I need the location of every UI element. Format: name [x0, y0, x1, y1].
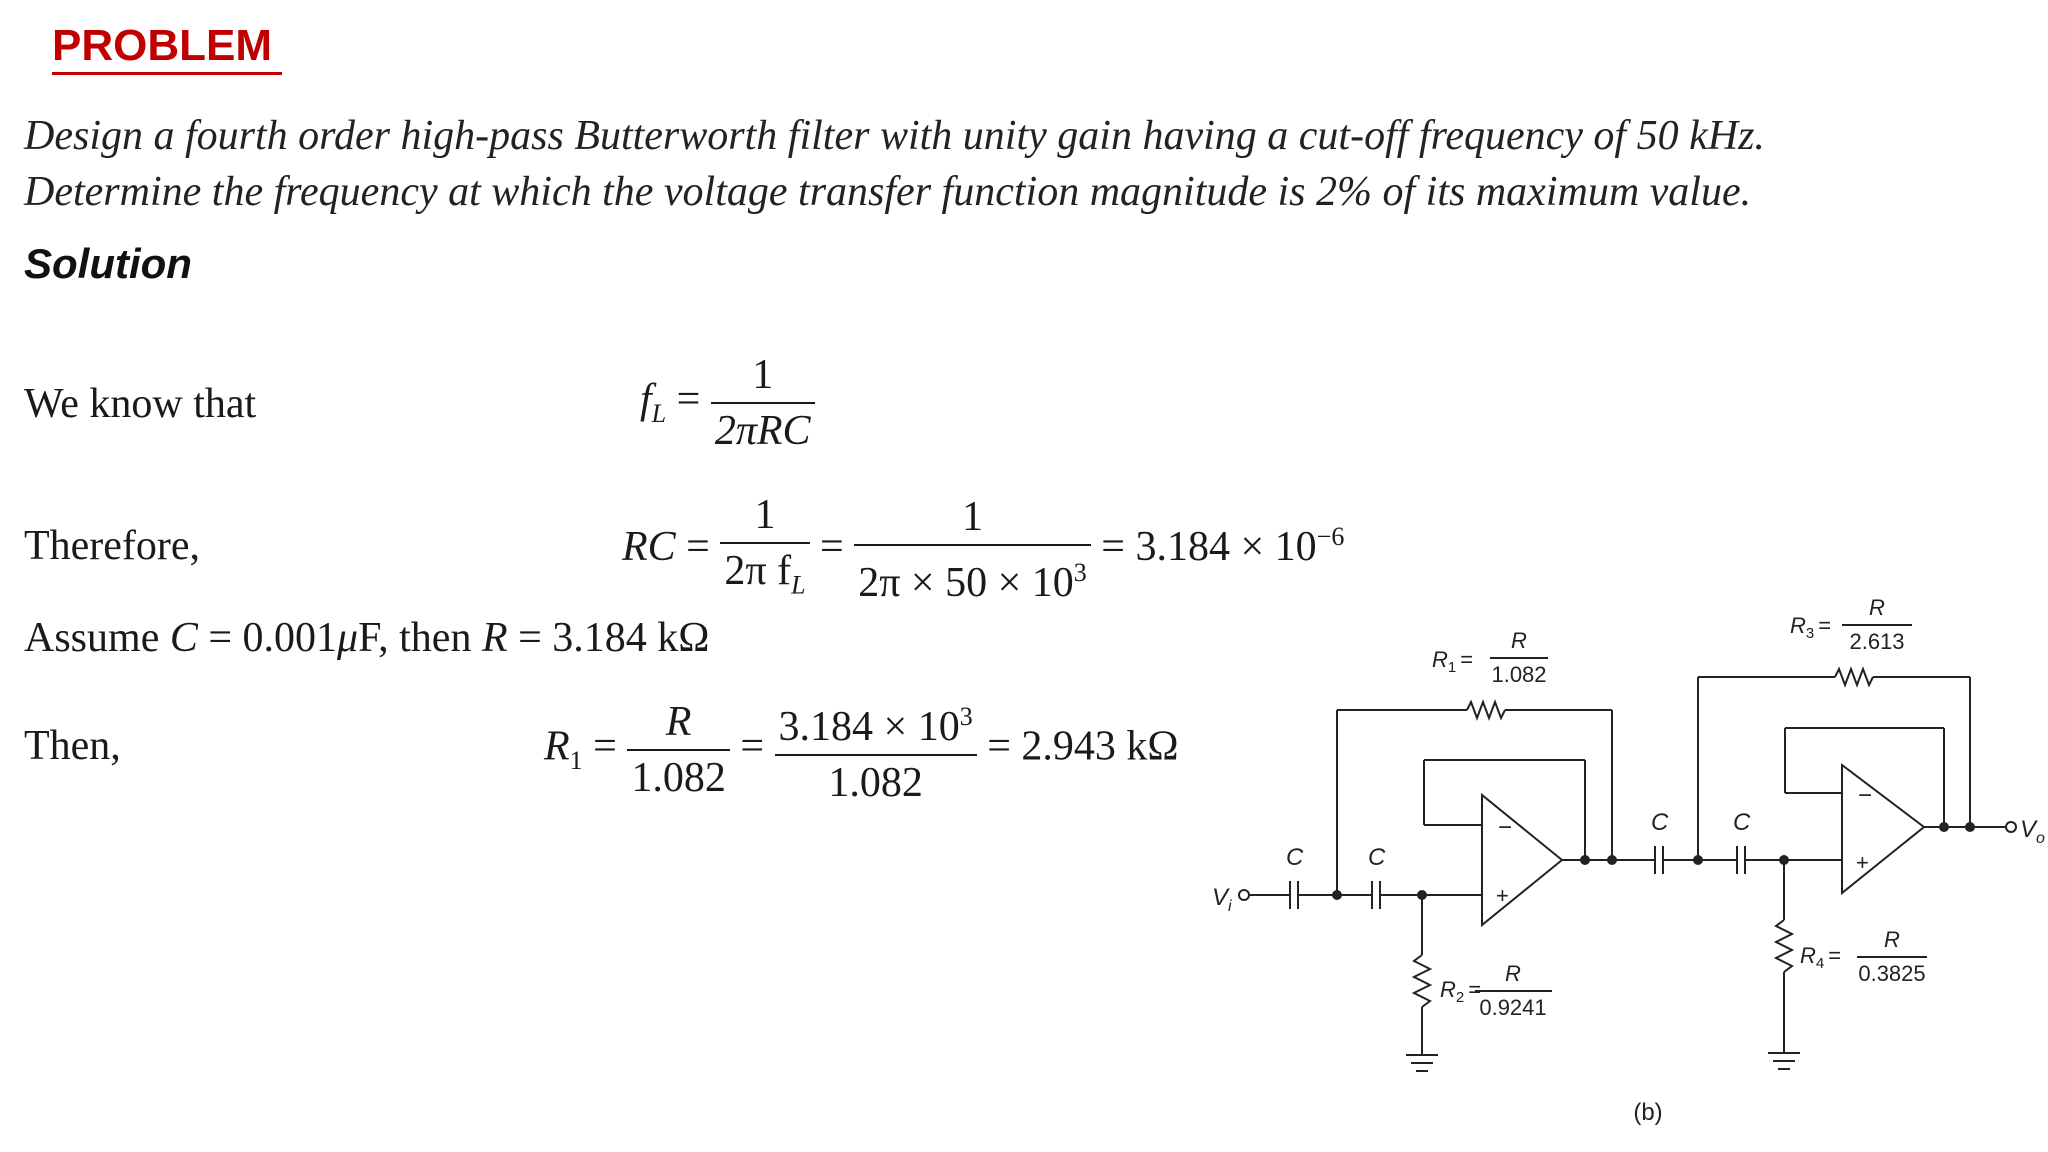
figure-caption: (b) [1633, 1099, 1662, 1126]
cap-label-2: C [1368, 844, 1386, 871]
r4-den: 0.3825 [1858, 961, 1925, 986]
step4-fraction-1: R 1.082 [627, 695, 730, 805]
r4-eq: = [1828, 943, 1841, 968]
step2-f1-num: 1 [754, 492, 776, 538]
step2-label: Therefore, [24, 523, 201, 569]
solution-heading: Solution [24, 240, 192, 287]
opamp2-minus: − [1858, 782, 1872, 809]
step4-f2-num-text: 3.184 × 10 [778, 704, 960, 750]
r2-label: R2= [1440, 977, 1481, 1006]
step3-assumption: Assume C = 0.001μF, then R = 3.184 kΩ [24, 614, 710, 662]
r2-num: R [1505, 961, 1521, 986]
step4-equation: R1 = R 1.082 = 3.184 × 103 1.082 = 2.943… [544, 690, 1179, 810]
step1-label: We know that [24, 381, 257, 427]
cap-label-1: C [1286, 844, 1304, 871]
opamp1-minus: − [1498, 814, 1512, 841]
r1-sub: 1 [1448, 659, 1456, 676]
step2-fraction-1: 1 2π fL [720, 488, 810, 612]
r1-den: 1.082 [1491, 662, 1546, 687]
step3-text-2: = 0.001 [197, 615, 338, 661]
step2-eq1: = [686, 523, 710, 570]
c-var: C [169, 615, 198, 661]
step2-f1-den: 2π fL [720, 542, 810, 612]
step4-result: = 2.943 kΩ [987, 723, 1179, 770]
input-label-v: V [1212, 884, 1230, 911]
step4-eq1: = [593, 723, 617, 770]
step2-f2-num: 1 [962, 494, 983, 541]
step4-fraction-2: 3.184 × 103 1.082 [774, 690, 977, 810]
input-label-sub: i [1228, 898, 1232, 915]
r4-num: R [1884, 927, 1900, 952]
step2-f2-den: 2π × 50 × 103 [854, 544, 1091, 610]
mu-symbol: μ [337, 615, 359, 661]
rc-var: RC [622, 523, 676, 570]
step4-f1-num: R [665, 699, 692, 745]
fl-sub: L [651, 399, 667, 429]
step3-text-4: = 3.184 kΩ [507, 615, 710, 661]
r3-eq: = [1818, 613, 1831, 638]
step1-den: 2πRC [710, 402, 815, 458]
step2-result-sup: −6 [1316, 521, 1345, 551]
step4-f2-den: 1.082 [774, 754, 977, 810]
fl-var: f [640, 376, 652, 423]
step1-num: 1 [752, 352, 774, 398]
step4-label: Then, [24, 723, 121, 769]
step4-f2-num: 3.184 × 103 [775, 690, 977, 754]
step1-equation: fL = 1 2πRC [640, 348, 815, 458]
r1-name: R [1432, 647, 1448, 672]
cap-label-3: C [1651, 809, 1669, 836]
step4-f2-num-sup: 3 [959, 702, 973, 731]
output-label-v: V [2020, 816, 2038, 843]
step2-eq2: = [820, 523, 844, 570]
output-label-sub: o [2036, 830, 2045, 847]
step2-f1-den-text: 2π f [724, 548, 792, 594]
step3-text-1: Assume [24, 615, 170, 661]
input-label: Vi [1212, 884, 1232, 915]
r1-var: R [544, 723, 570, 770]
step4-eq2: = [740, 723, 765, 770]
r1-sub: 1 [569, 746, 583, 776]
opamp2-plus: + [1856, 850, 1869, 875]
step2-fraction-2: 1 2π × 50 × 103 [854, 490, 1091, 610]
r3-sub: 3 [1806, 625, 1814, 642]
step1-eq: = [676, 376, 701, 423]
opamp1-plus: + [1496, 883, 1509, 908]
r-var: R [481, 615, 508, 661]
problem-line-2: Determine the frequency at which the vol… [24, 169, 1752, 215]
r1-label: R1= [1432, 647, 1473, 676]
problem-statement: Design a fourth order high-pass Butterwo… [24, 108, 1765, 220]
step2-f1-den-sub: L [791, 570, 806, 600]
r1-num: R [1511, 628, 1527, 653]
r3-label: R3= [1790, 613, 1831, 642]
output-terminal [2005, 821, 2017, 833]
step4-f1-den: 1.082 [627, 749, 730, 805]
r1-eq: = [1460, 647, 1473, 672]
step2-equation: RC = 1 2π fL = 1 2π × 50 × 103 = 3.184 ×… [622, 488, 1344, 612]
r3-den: 2.613 [1849, 629, 1904, 654]
problem-line-1: Design a fourth order high-pass Butterwo… [24, 113, 1765, 159]
r2-den: 0.9241 [1479, 995, 1546, 1020]
step2-f2-den-text: 2π × 50 × 10 [858, 560, 1074, 607]
r4-sub: 4 [1816, 955, 1824, 972]
r4-name: R [1800, 943, 1816, 968]
step2-result: = 3.184 × 10 [1101, 523, 1317, 570]
r2-name: R [1440, 977, 1456, 1002]
r3-name: R [1790, 613, 1806, 638]
r4-label: R4= [1800, 943, 1841, 972]
step1-fraction: 1 2πRC [710, 348, 815, 458]
cap-label-4: C [1733, 809, 1751, 836]
output-label: Vo [2020, 816, 2045, 847]
input-terminal [1238, 889, 1250, 901]
step3-text-3: F, then [358, 615, 482, 661]
filter-circuit-diagram: − + − + C C C C Vi Vo R1= R 1.082 R2= R … [1212, 595, 2045, 1126]
problem-heading: PROBLEM [52, 20, 282, 75]
step2-f2-den-sup: 3 [1073, 558, 1087, 588]
r3-num: R [1869, 595, 1885, 620]
r2-eq: = [1468, 977, 1481, 1002]
r2-sub: 2 [1456, 989, 1464, 1006]
